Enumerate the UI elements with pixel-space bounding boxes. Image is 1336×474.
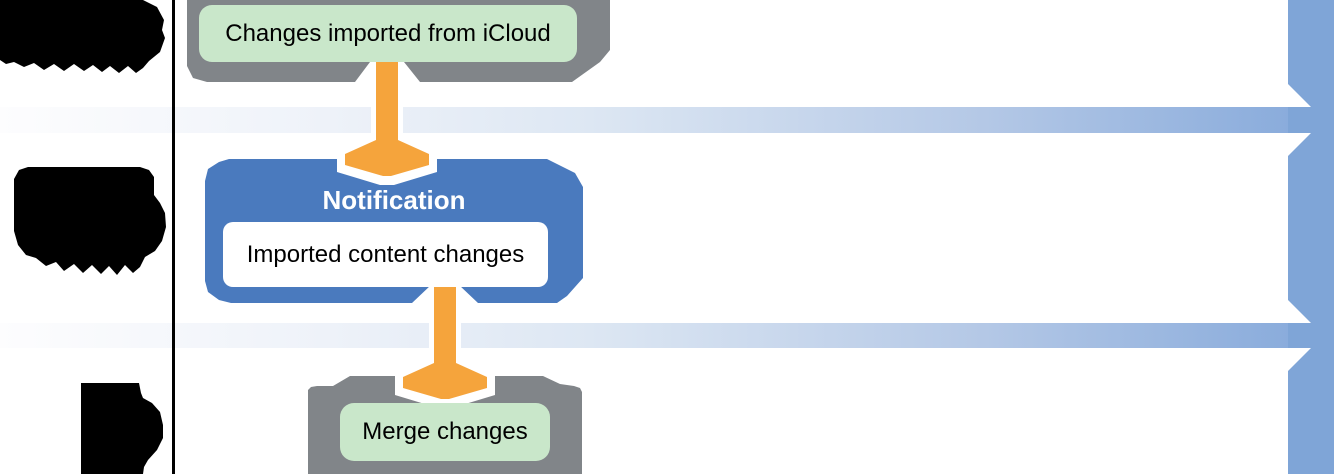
redacted-lane-label-2 [14,167,166,275]
down-arrow-icon [337,62,437,185]
redacted-lane-label-3 [81,383,163,474]
merge-node-label: Merge changes [362,418,528,445]
lane-band-bottom [0,323,1312,348]
redacted-lane-label-1 [0,0,165,73]
timeline-bar [1288,0,1334,474]
notification-message-label: Imported content changes [246,240,525,268]
notification-message-box: Imported content changes [223,222,548,287]
notification-title-label: Notification [322,184,466,215]
merge-node: Merge changes [340,403,550,461]
arrow-shape [345,62,429,176]
source-node: Changes imported from iCloud [199,5,577,62]
lane-divider-line [172,0,175,474]
lane-band-top [0,107,1312,133]
notification-title: Notification [205,185,583,215]
down-arrow-icon [395,285,495,408]
source-node-label: Changes imported from iCloud [225,19,551,47]
arrow-shape [403,285,487,399]
